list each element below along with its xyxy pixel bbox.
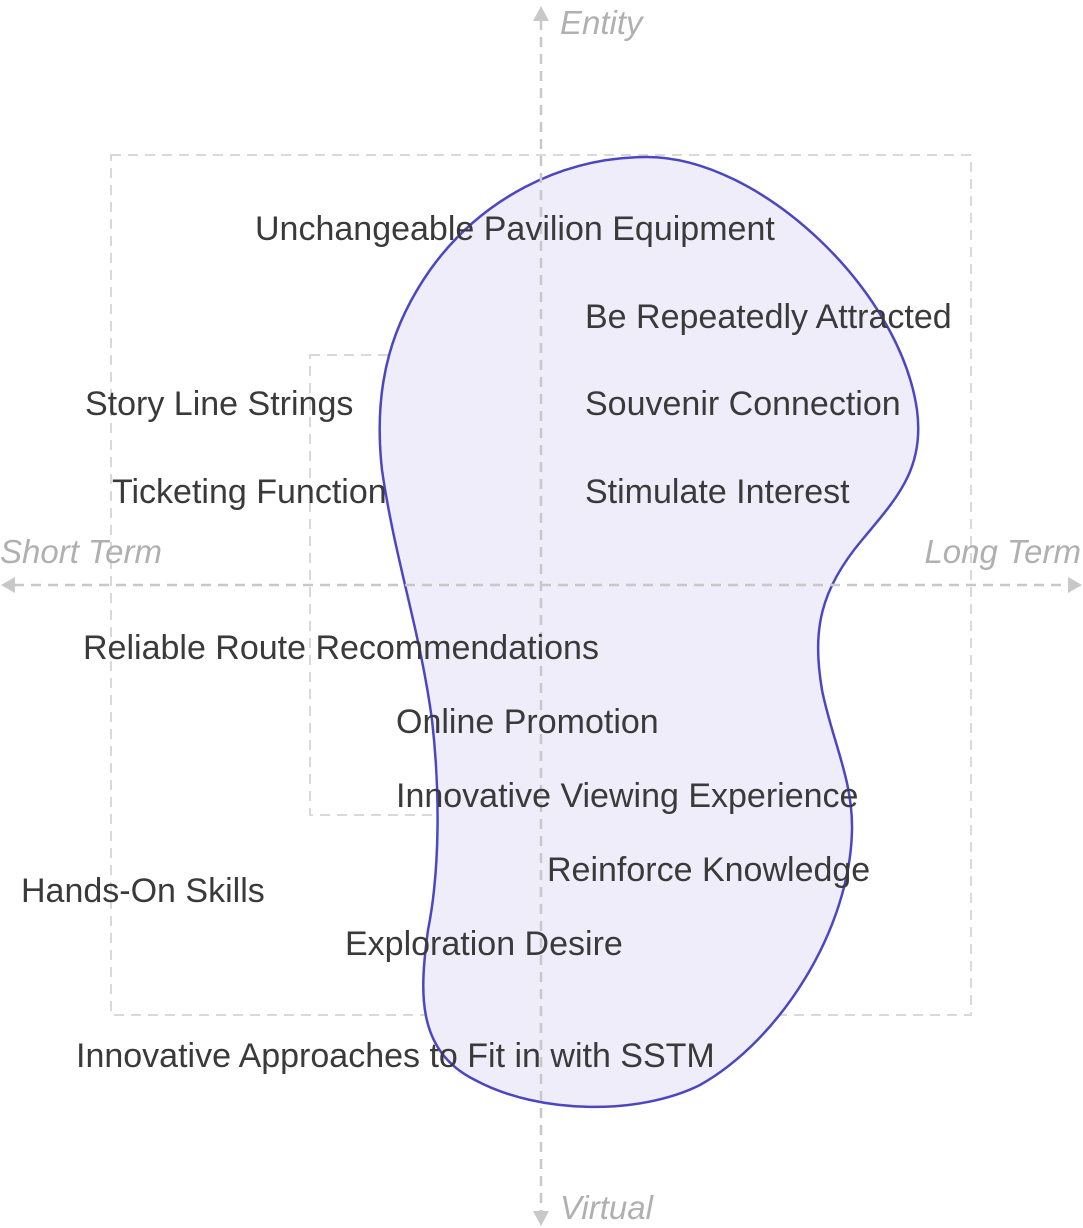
item-story-line-strings: Story Line Strings <box>85 385 353 423</box>
item-souvenir-connection: Souvenir Connection <box>585 385 901 423</box>
item-reinforce-knowledge: Reinforce Knowledge <box>547 851 870 889</box>
arrow-down-icon <box>533 1211 549 1226</box>
item-unchangeable-pavilion-equipment: Unchangeable Pavilion Equipment <box>255 210 775 248</box>
item-reliable-route-recommendations: Reliable Route Recommendations <box>83 629 599 667</box>
item-stimulate-interest: Stimulate Interest <box>585 473 850 511</box>
item-hands-on-skills: Hands-On Skills <box>21 872 265 910</box>
axis-label-virtual: Virtual <box>560 1189 655 1226</box>
item-innovative-viewing-experience: Innovative Viewing Experience <box>396 777 858 815</box>
item-innovative-approaches-sstm: Innovative Approaches to Fit in with SST… <box>76 1037 715 1075</box>
axis-label-short-term: Short Term <box>0 533 162 570</box>
item-online-promotion: Online Promotion <box>396 703 659 741</box>
highlight-blob <box>378 155 920 1109</box>
arrow-left-icon <box>1 577 15 593</box>
item-exploration-desire: Exploration Desire <box>345 925 623 963</box>
arrow-up-icon <box>533 6 549 21</box>
item-ticketing-function: Ticketing Function <box>112 473 387 511</box>
arrow-right-icon <box>1068 577 1082 593</box>
axis-label-long-term: Long Term <box>924 533 1081 570</box>
axis-label-entity: Entity <box>560 4 645 41</box>
item-be-repeatedly-attracted: Be Repeatedly Attracted <box>585 298 952 336</box>
